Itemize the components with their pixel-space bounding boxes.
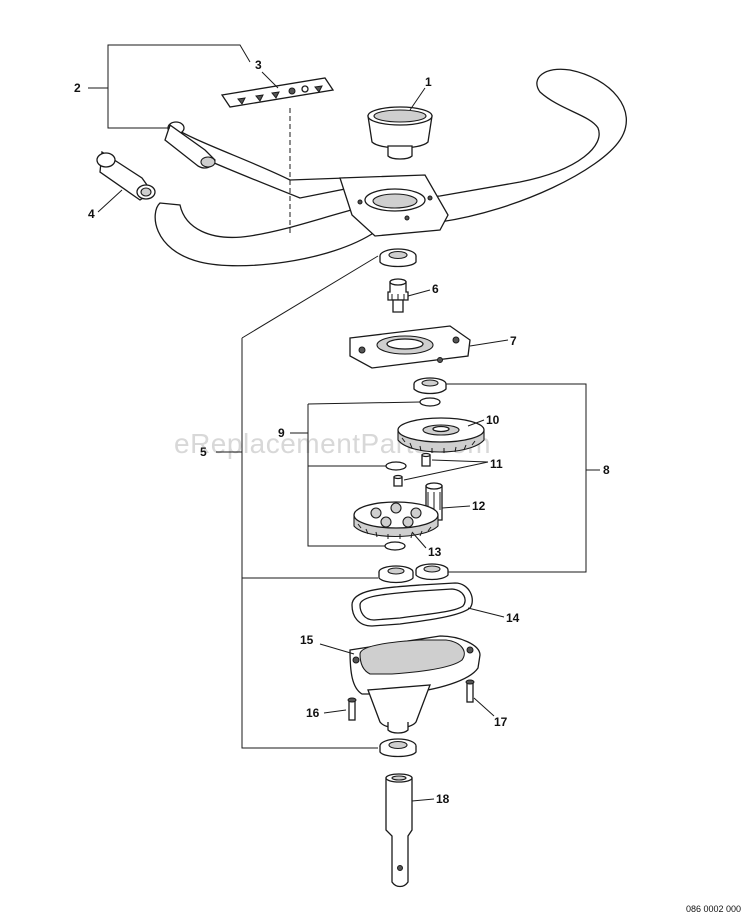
cup xyxy=(367,106,433,160)
callout-12: 12 xyxy=(472,499,486,513)
screw-left xyxy=(347,697,357,721)
retaining-ring-upper xyxy=(419,397,441,407)
gasket xyxy=(351,582,473,627)
callout-16: 16 xyxy=(306,706,320,720)
grip xyxy=(96,150,156,201)
bearing-lower-right xyxy=(415,563,449,581)
callout-18: 18 xyxy=(436,792,450,806)
bearing-top xyxy=(379,248,417,268)
screw-right xyxy=(465,679,475,703)
callout-17: 17 xyxy=(494,715,508,729)
retaining-ring-lower xyxy=(384,541,406,551)
large-gear xyxy=(397,417,485,453)
gear-housing xyxy=(349,635,481,734)
callout-11: 11 xyxy=(490,457,503,471)
callout-5: 5 xyxy=(200,445,207,459)
callout-2: 2 xyxy=(74,81,81,95)
callout-4: 4 xyxy=(88,207,95,221)
callout-1: 1 xyxy=(425,75,432,89)
handlebar-frame xyxy=(154,68,627,267)
callout-10: 10 xyxy=(486,413,500,427)
leader-lines xyxy=(88,44,600,802)
callout-3: 3 xyxy=(255,58,262,72)
callout-13: 13 xyxy=(428,545,442,559)
callout-8: 8 xyxy=(603,463,610,477)
callout-14: 14 xyxy=(506,611,520,625)
pinion xyxy=(387,278,409,313)
lower-gear xyxy=(353,501,439,539)
callout-6: 6 xyxy=(432,282,439,296)
bearing-upper xyxy=(413,377,447,395)
drawing-code: 086 0002 000 xyxy=(686,904,741,914)
pins xyxy=(385,452,431,487)
callout-7: 7 xyxy=(510,334,517,348)
callout-9: 9 xyxy=(278,426,285,440)
decal xyxy=(220,77,335,108)
output-shaft xyxy=(385,773,413,888)
bearing-bottom xyxy=(379,738,417,758)
gear-cover xyxy=(349,325,471,369)
callout-15: 15 xyxy=(300,633,314,647)
bearing-lower-left xyxy=(378,565,414,584)
